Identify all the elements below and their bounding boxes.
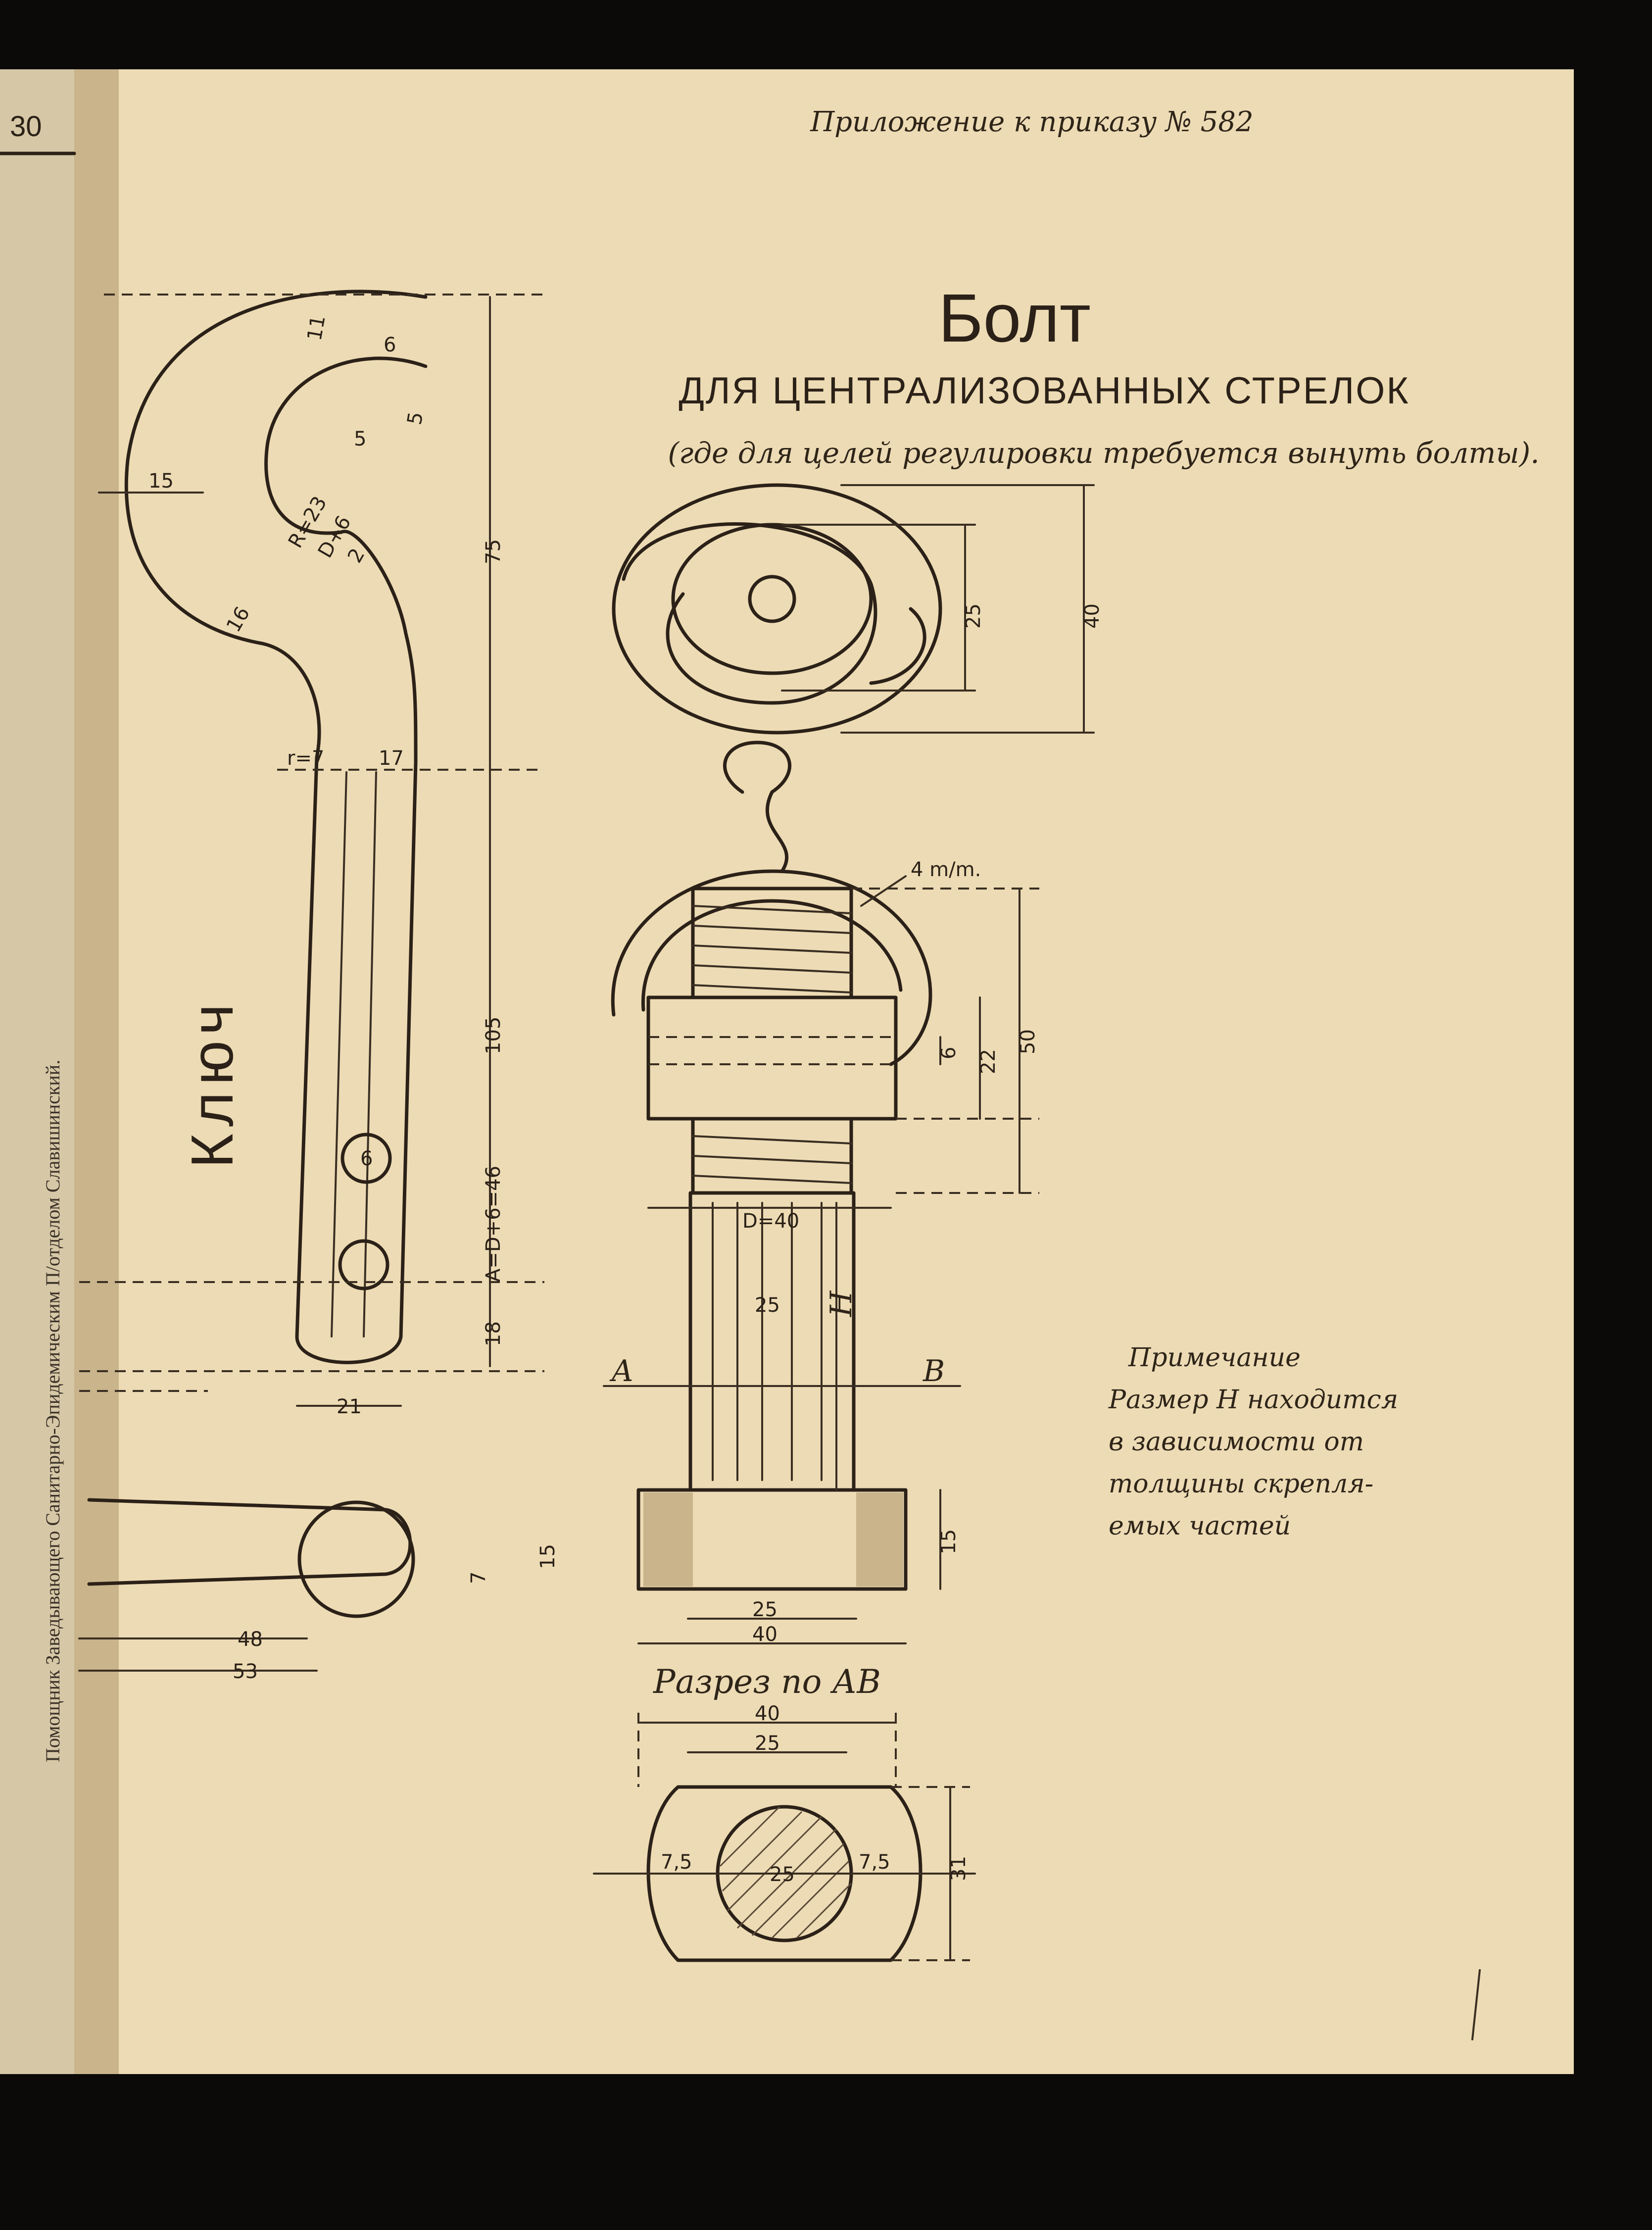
section-label-75-left: 7,5 xyxy=(661,1851,692,1874)
bolt-thread-lines xyxy=(692,1135,852,1184)
note-line-4: емых частей xyxy=(1109,1511,1291,1541)
pencil-mark xyxy=(1471,1969,1481,2040)
header-text: Приложение к приказу № 582 xyxy=(810,106,1253,138)
bolt-section-view xyxy=(593,1713,976,1962)
note-line-2: в зависимости от xyxy=(1109,1427,1364,1457)
page-number: 30 xyxy=(10,110,42,143)
bolt-top-center-knob xyxy=(748,575,796,623)
bolt-top-loop-end xyxy=(869,607,926,685)
key-dim-6: 6 xyxy=(384,334,396,356)
key-dim-r7: r=7 xyxy=(287,747,324,770)
bolt-dim-label-head-25: 25 xyxy=(752,1598,777,1621)
bolt-head-shade-left xyxy=(643,1492,693,1586)
thread-note-leader xyxy=(860,875,907,907)
bolt-subtitle: ДЛЯ ЦЕНТРАЛИЗОВАННЫХ СТРЕЛОК xyxy=(679,370,1409,412)
section-hatching xyxy=(719,1806,852,1939)
key-dim-17: 17 xyxy=(379,747,404,770)
bolt-bow-outer xyxy=(611,869,932,1066)
key-dim-75: 75 xyxy=(482,539,505,564)
key-hook-inner-bend xyxy=(340,530,418,764)
key-hole-dim-6: 6 xyxy=(360,1147,373,1170)
section-label-25-center: 25 xyxy=(770,1863,795,1886)
key-title: Ключ xyxy=(179,997,245,1168)
bolt-dim-label-6: 6 xyxy=(937,1047,960,1059)
bolt-top-inner-ring xyxy=(671,523,873,675)
bolt-side-view xyxy=(603,741,1039,1644)
bolt-thread-lines xyxy=(692,905,852,993)
key-dim-11: 11 xyxy=(303,314,330,343)
key-dim-15: 15 xyxy=(148,470,174,493)
bolt-top-label-25: 25 xyxy=(962,603,985,629)
key-dim-a: А=D+6=46 xyxy=(482,1166,505,1282)
section-label-b: В xyxy=(923,1354,945,1388)
key-hook-outer xyxy=(124,290,428,759)
key-dim-21: 21 xyxy=(337,1395,362,1418)
section-label-a: А xyxy=(609,1354,633,1388)
bolt-dim-label-head-15: 15 xyxy=(937,1529,960,1554)
key-dim-105: 105 xyxy=(482,1017,505,1054)
note-line-1: Размер Н находится xyxy=(1108,1385,1398,1415)
bolt-dim-label-shank-25: 25 xyxy=(755,1294,780,1317)
bolt-title: Болт xyxy=(938,280,1091,356)
thread-note: 4 m/m. xyxy=(911,858,981,881)
key-end-circle xyxy=(297,1500,415,1618)
section-label-25: 25 xyxy=(755,1732,780,1755)
paper-sheet xyxy=(74,69,1574,2074)
bolt-head-shade-right xyxy=(856,1492,903,1586)
key-dim-5a: 5 xyxy=(354,428,366,450)
bolt-dim-label-22: 22 xyxy=(977,1049,1000,1074)
key-dim-18: 18 xyxy=(482,1321,505,1346)
key-dim-48: 48 xyxy=(238,1628,263,1651)
bolt-top-label-40: 40 xyxy=(1081,603,1104,629)
key-hook-inner xyxy=(264,356,428,535)
bolt-dim-label-d: D=40 xyxy=(742,1210,799,1233)
bolt-twist-top xyxy=(723,741,792,873)
bolt-top-loop xyxy=(622,522,877,705)
key-shank xyxy=(295,755,418,1364)
side-signature-text: Помощник Заведывающего Санитарно-Эпидеми… xyxy=(42,1060,64,1762)
bolt-head xyxy=(636,1488,908,1591)
section-label-75-right: 7,5 xyxy=(859,1851,890,1874)
bolt-dim-label-50: 50 xyxy=(1017,1029,1039,1054)
section-title: Разрез по АВ xyxy=(653,1663,881,1701)
bolt-caption: (где для целей регулировки требуется вын… xyxy=(668,436,1539,470)
note-title: Примечание xyxy=(1128,1343,1301,1373)
key-hole-lower xyxy=(338,1239,389,1290)
key-dim-53: 53 xyxy=(233,1660,258,1683)
bolt-top-view xyxy=(612,483,1095,735)
key-dim-15b: 15 xyxy=(536,1544,559,1569)
bolt-bow-inner xyxy=(641,899,903,1012)
key-hole-upper xyxy=(340,1133,392,1184)
key-drawing xyxy=(78,290,544,1672)
page-fold-shadow xyxy=(74,69,119,2074)
key-dim-7: 7 xyxy=(467,1572,490,1584)
section-label-31: 31 xyxy=(947,1856,970,1881)
section-label-40: 40 xyxy=(755,1702,780,1725)
note-line-3: толщины скрепля- xyxy=(1109,1469,1373,1499)
bolt-dim-label-h: Н xyxy=(824,1290,859,1317)
key-shank-line xyxy=(331,771,347,1338)
bolt-shank-lines xyxy=(712,1202,823,1481)
bolt-dim-label-head-40: 40 xyxy=(752,1623,777,1646)
bolt-top-outer-ring xyxy=(612,483,942,735)
